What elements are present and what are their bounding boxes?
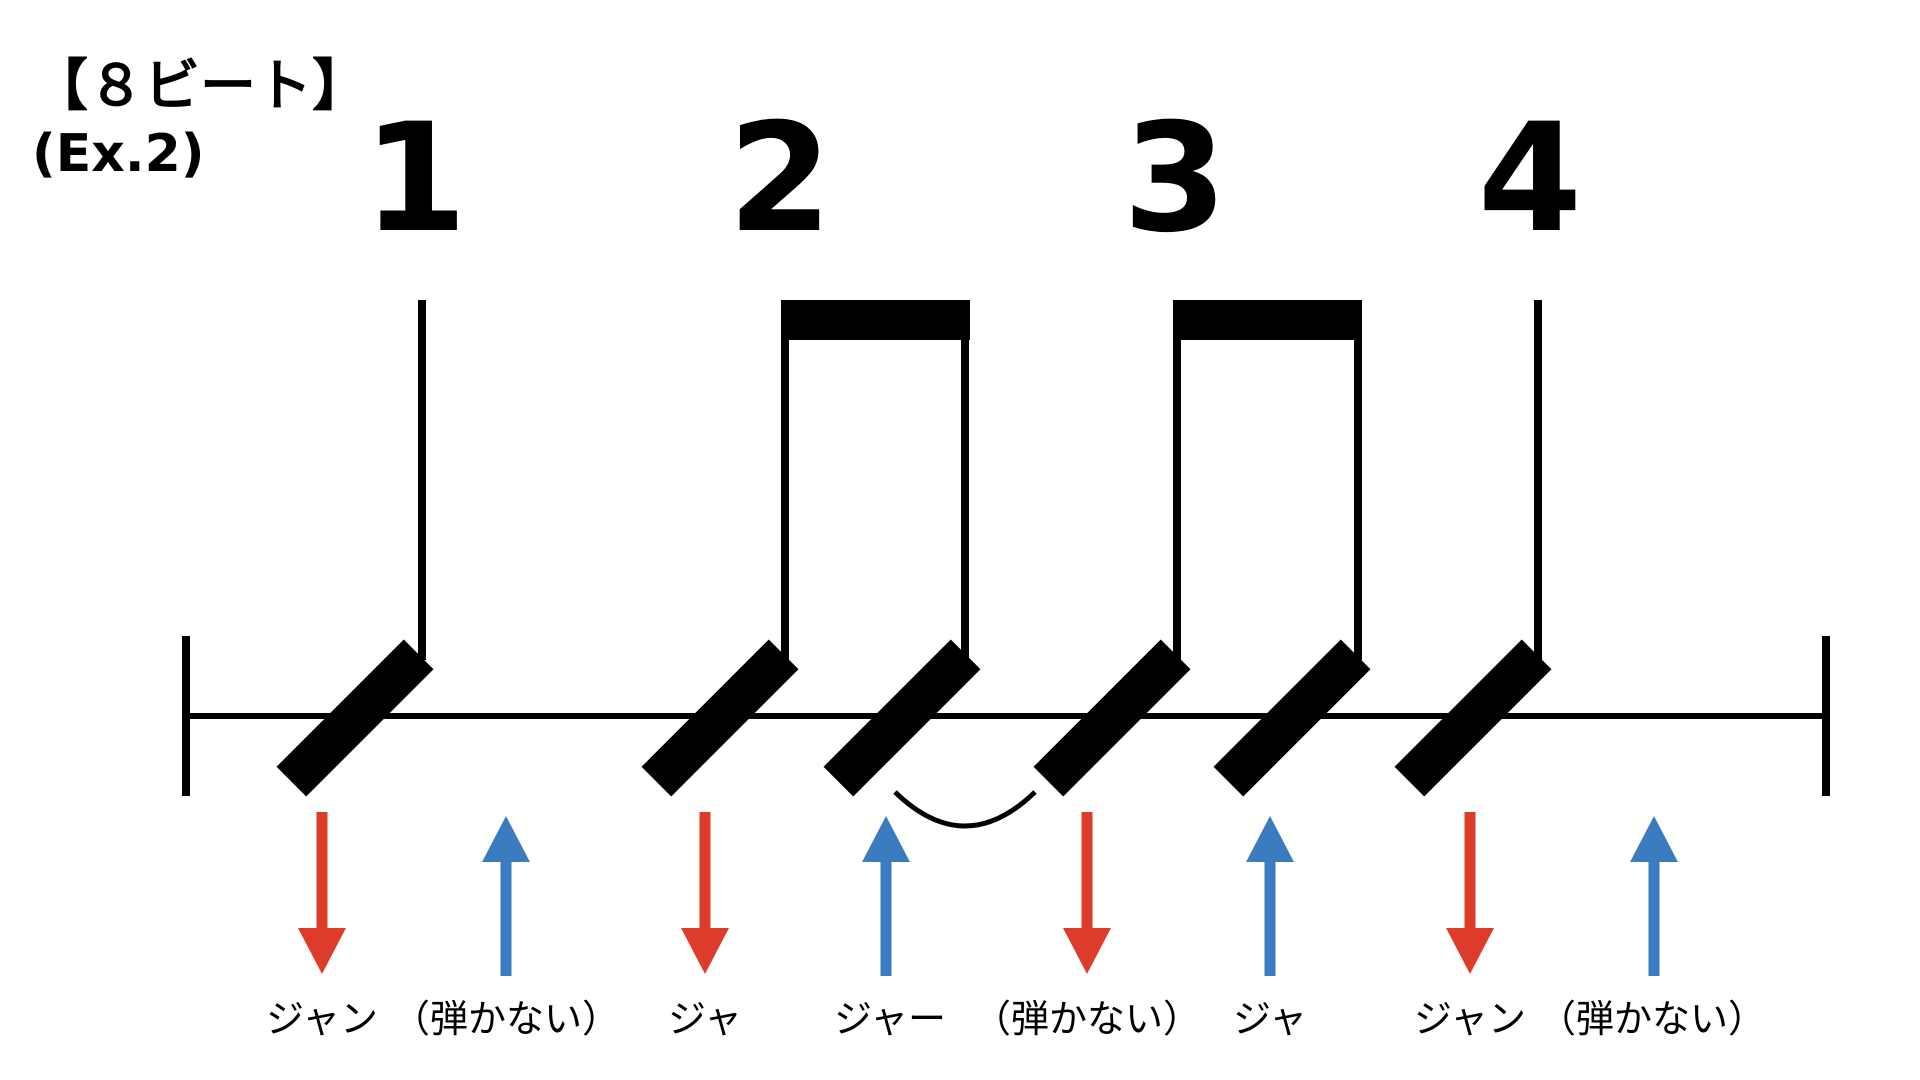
slash-notehead: [276, 639, 434, 797]
beat-number-4: 4: [1478, 92, 1582, 266]
strum-arrows: [298, 812, 1678, 976]
beat-number-2: 2: [728, 92, 832, 266]
strum-label: ジャ: [668, 997, 742, 1041]
strum-labels: ジャン （弾かない） ジャ ジャー （弾かない） ジャ ジャン （弾かない）: [266, 997, 1766, 1041]
page-title: 【８ビート】: [32, 54, 368, 119]
strum-label: ジャ: [1233, 997, 1307, 1041]
eighth-beam: [781, 300, 970, 340]
beat-numbers: 1 2 3 4: [363, 92, 1582, 266]
down-stroke-arrow: [1446, 812, 1494, 974]
strum-label: （弾かない）: [1538, 997, 1766, 1041]
slash-notehead: [641, 639, 799, 797]
beat-number-3: 3: [1123, 92, 1227, 266]
slash-notehead: [823, 639, 981, 797]
up-stroke-arrow: [1630, 816, 1678, 976]
title-block: 【８ビート】 (Ex.2): [32, 52, 368, 187]
slash-notehead: [1394, 639, 1552, 797]
strum-label: ジャン: [266, 997, 378, 1041]
beat-number-1: 1: [363, 92, 467, 266]
up-stroke-arrow: [862, 816, 910, 976]
down-stroke-arrow: [298, 812, 346, 974]
staff: [182, 636, 1830, 796]
strum-label: ジャン: [1414, 997, 1526, 1041]
down-stroke-arrow: [681, 812, 729, 974]
down-stroke-arrow: [1063, 812, 1111, 974]
slash-noteheads: [276, 639, 1552, 797]
strum-label: ジャー: [834, 997, 946, 1041]
tie-curve: [893, 790, 1037, 829]
eighth-beam: [1173, 300, 1362, 340]
note-stems: [418, 300, 1542, 660]
slash-notehead: [1033, 639, 1191, 797]
up-stroke-arrow: [1246, 816, 1294, 976]
page-subtitle: (Ex.2): [32, 124, 205, 184]
strum-label: （弾かない）: [392, 997, 620, 1041]
strum-label: （弾かない）: [973, 997, 1201, 1041]
up-stroke-arrow: [482, 816, 530, 976]
slash-notehead: [1213, 639, 1371, 797]
